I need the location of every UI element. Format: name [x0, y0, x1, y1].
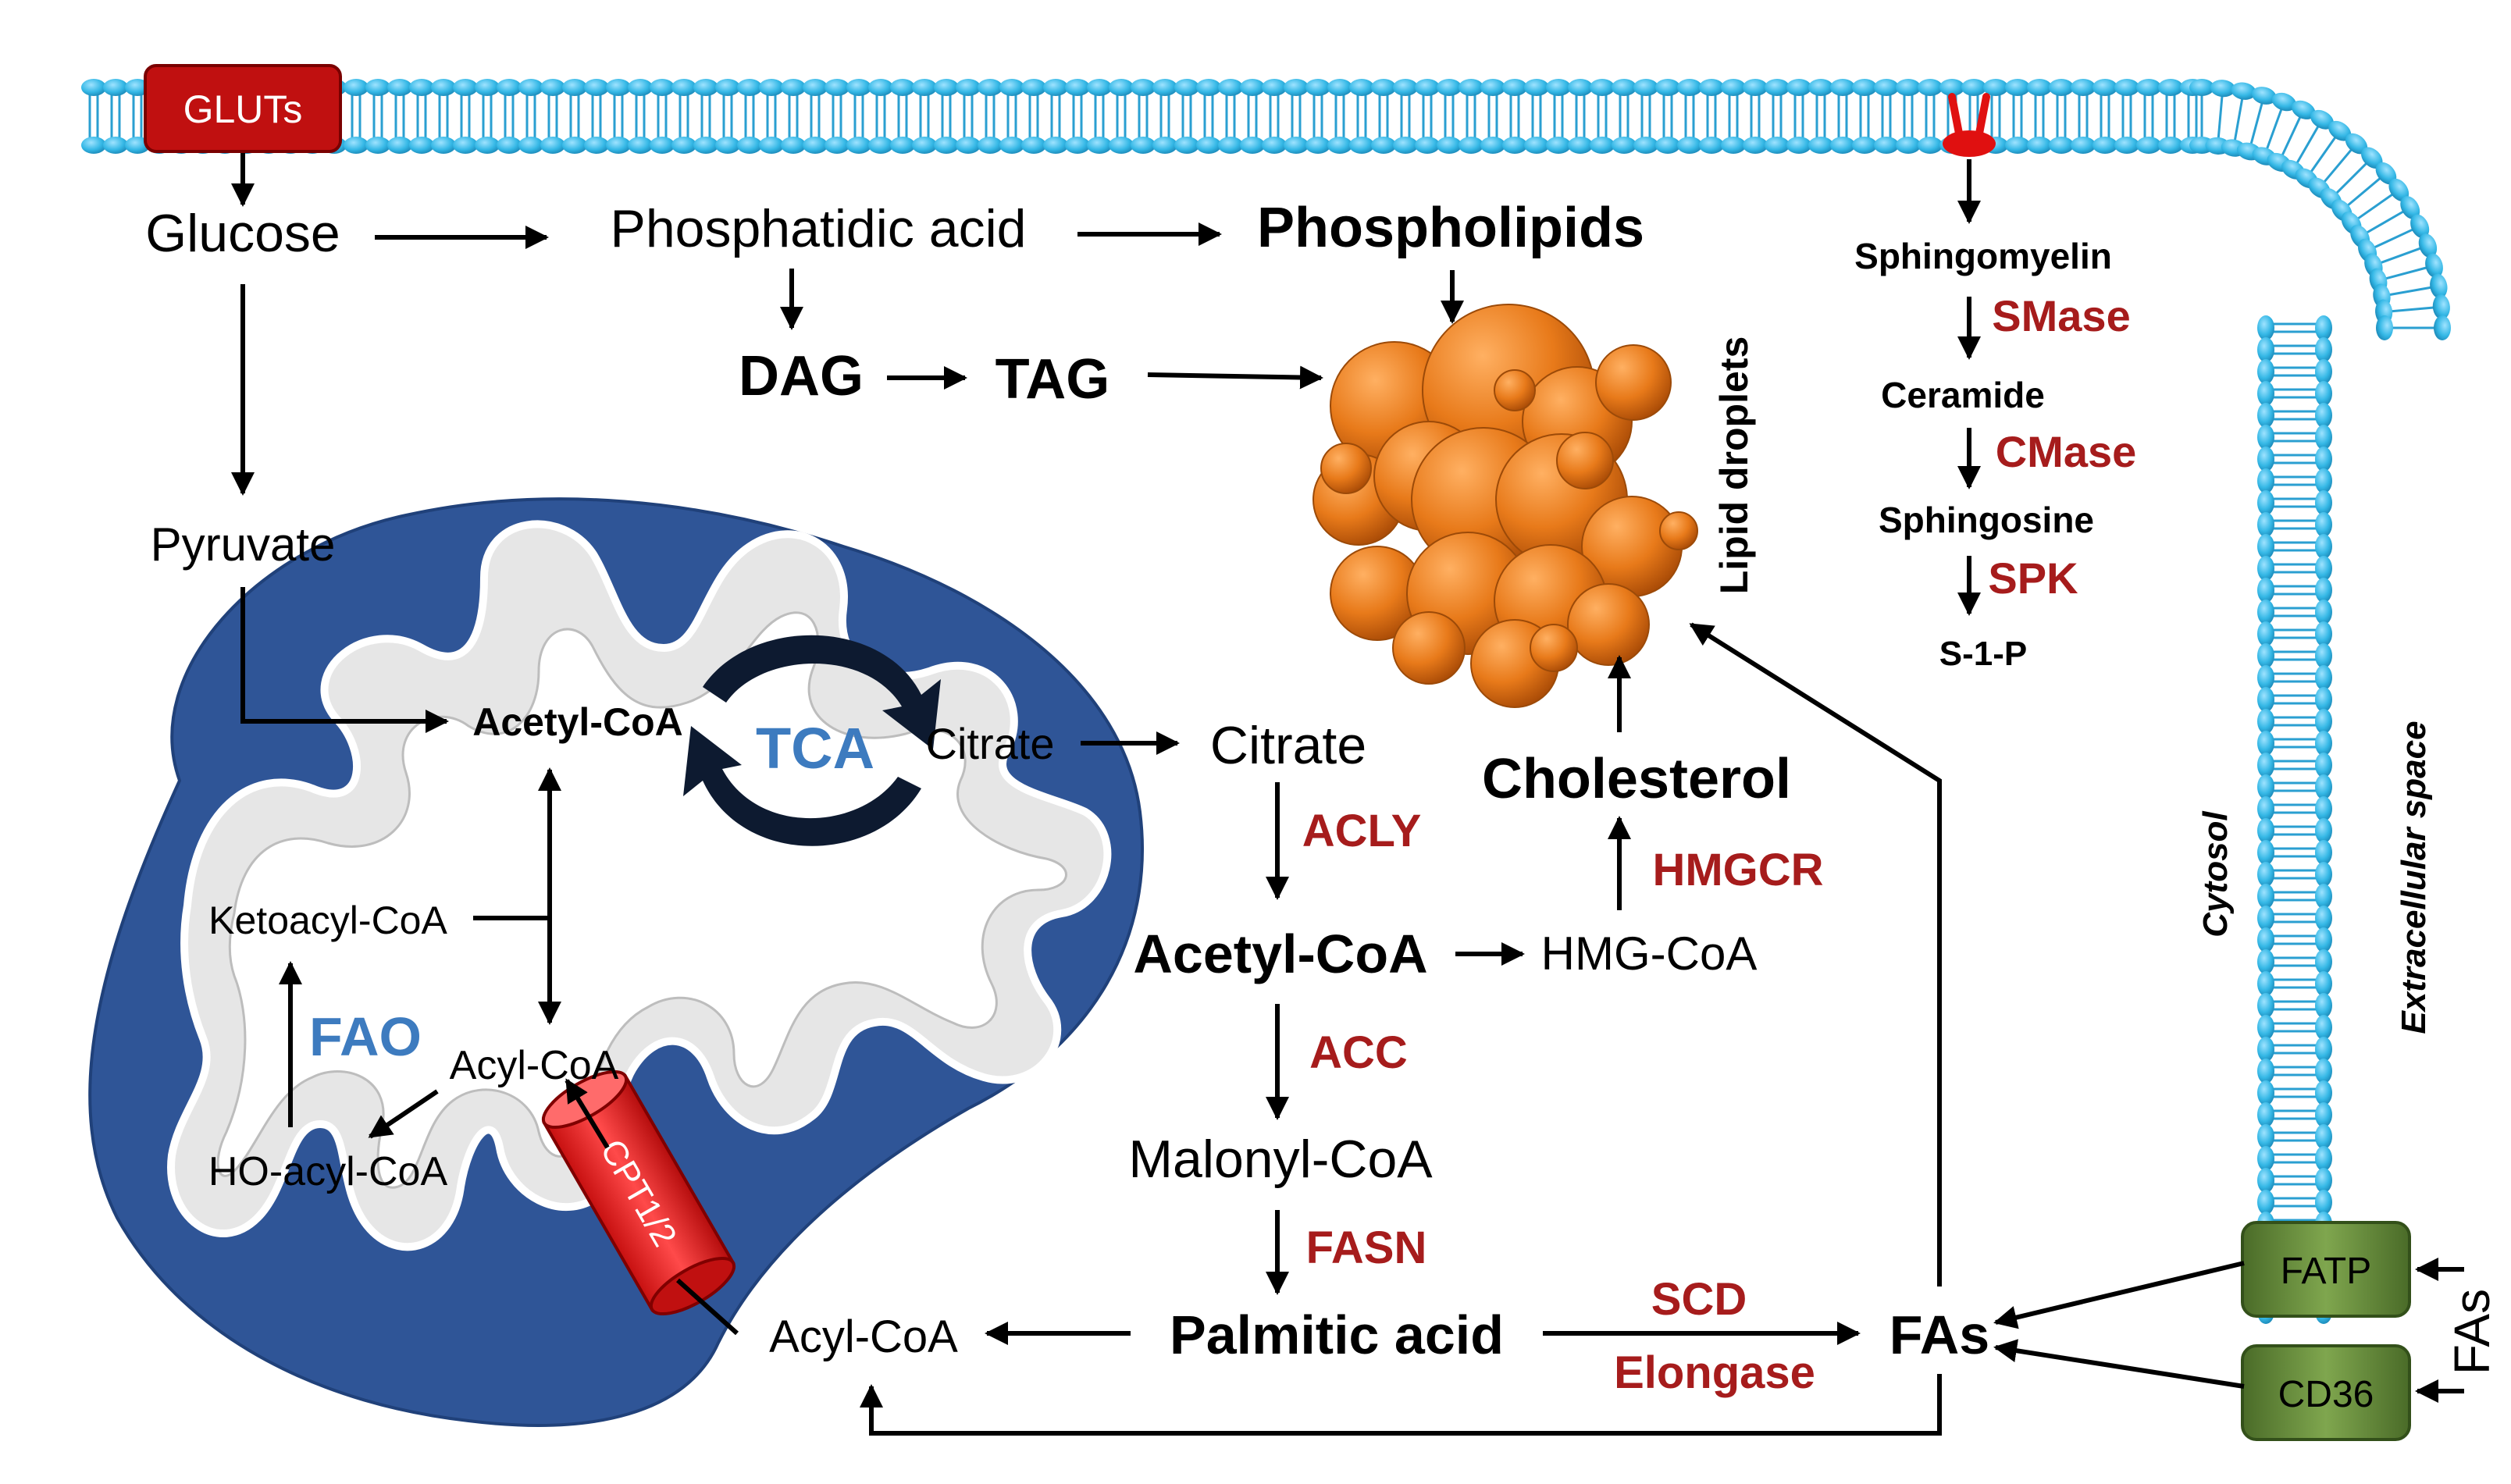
phospholipids-label: Phospholipids: [1257, 197, 1644, 259]
spk-label: SPK: [1988, 553, 2078, 603]
acc-label: ACC: [1309, 1027, 1408, 1078]
lipid-droplet: [1556, 432, 1614, 489]
arrow-fas-acylcoa-loop: [860, 1374, 1942, 1436]
lipid-droplet: [1494, 369, 1536, 411]
scd-label: SCD: [1651, 1274, 1747, 1325]
arrow-fatp-fas: [1993, 1261, 2245, 1329]
glut-transporter: GLUTs: [144, 64, 342, 153]
lipid-droplet: [1392, 611, 1466, 685]
mitochondrion-matrix: [216, 611, 1067, 1189]
lipid-droplet: [1530, 624, 1578, 672]
lipid-droplets-label: Lipid droplets: [1712, 336, 1756, 595]
lipid-droplet: [1567, 583, 1650, 666]
lipid-droplet: [1320, 443, 1372, 494]
extracellular-space-label: Extracellular space: [2395, 721, 2433, 1034]
sphingomyelin-receptor-icon: [1943, 93, 1996, 157]
cytosol-acyl-coa-label: Acyl-CoA: [769, 1311, 958, 1362]
acly-label: ACLY: [1302, 806, 1422, 856]
cd36-label: CD36: [2278, 1374, 2374, 1415]
s1p-label: S-1-P: [1939, 635, 2027, 673]
mito-acyl-coa-label: Acyl-CoA: [450, 1043, 619, 1088]
tca-label: TCA: [756, 716, 874, 781]
extracellular-fas-label: FAs: [2444, 1289, 2500, 1375]
dag-label: DAG: [739, 345, 864, 407]
ceramide-label: Ceramide: [1881, 375, 2045, 415]
lipid-droplets-cluster: [1312, 304, 1698, 708]
arrow-cpt-acylcoa: [565, 1078, 610, 1149]
pathway-arrows: [231, 153, 2245, 1436]
arrow-tag-droplets: [1147, 365, 1323, 390]
cmase-label: CMase: [1996, 427, 2137, 476]
cytosol-acetyl-coa-label: Acetyl-CoA: [1133, 923, 1427, 984]
cytosol-citrate-label: Citrate: [1210, 716, 1366, 775]
cytosol-labels: Glucose Phosphatidic acid Phospholipids …: [145, 197, 1989, 1398]
ketoacyl-coa-label: Ketoacyl-CoA: [208, 899, 447, 942]
mito-acetyl-coa-label: Acetyl-CoA: [472, 700, 682, 744]
hmgcr-label: HMGCR: [1652, 845, 1823, 895]
tag-label: TAG: [995, 348, 1110, 411]
fasn-label: FASN: [1306, 1222, 1427, 1273]
fatp-label: FATP: [2281, 1251, 2371, 1292]
mitochondrion: [88, 497, 1144, 1427]
tca-cycle-arrows: [683, 635, 941, 846]
smase-label: SMase: [1992, 291, 2130, 340]
arrow-acylcoa-hoacylcoa: [368, 1089, 439, 1139]
elongase-label: Elongase: [1614, 1347, 1815, 1398]
arrow-pyruvate-acetylcoa: [240, 587, 449, 733]
sphingomyelin-label: Sphingomyelin: [1854, 236, 2112, 276]
arrow-acylcoa-cpt: [675, 1278, 739, 1336]
lipid-droplet: [1595, 344, 1672, 421]
fatp-transporter: FATP: [2241, 1221, 2411, 1318]
sphingosine-label: Sphingosine: [1879, 500, 2094, 540]
fas-label: FAs: [1889, 1304, 1989, 1365]
cholesterol-label: Cholesterol: [1482, 748, 1791, 810]
glut-label: GLUTs: [183, 87, 303, 131]
cd36-transporter: CD36: [2241, 1344, 2411, 1441]
arrow-cd36-fas: [1993, 1339, 2245, 1389]
fao-label: FAO: [309, 1006, 422, 1067]
cytosol-label: Cytosol: [2196, 811, 2235, 938]
palmitic-acid-label: Palmitic acid: [1170, 1304, 1504, 1365]
arrow-fas-droplets: [1689, 622, 1942, 1286]
phosphatidic-acid-label: Phosphatidic acid: [610, 199, 1026, 258]
malonyl-coa-label: Malonyl-CoA: [1128, 1130, 1433, 1189]
cpt1-2-transporter: CPT1/2: [541, 1069, 736, 1316]
plasma-membrane: [81, 79, 2451, 1324]
sphingolipid-labels: Sphingomyelin SMase Ceramide CMase Sphin…: [1854, 236, 2136, 673]
hmg-coa-label: HMG-CoA: [1541, 927, 1758, 980]
lipid-droplet: [1659, 511, 1698, 550]
glucose-label: Glucose: [145, 204, 340, 263]
mito-citrate-label: Citrate: [926, 719, 1055, 768]
ho-acyl-coa-label: HO-acyl-CoA: [208, 1149, 448, 1194]
mitochondrion-labels: Acetyl-CoA TCA Citrate Ketoacyl-CoA FAO …: [208, 700, 1055, 1194]
pyruvate-label: Pyruvate: [151, 518, 336, 571]
